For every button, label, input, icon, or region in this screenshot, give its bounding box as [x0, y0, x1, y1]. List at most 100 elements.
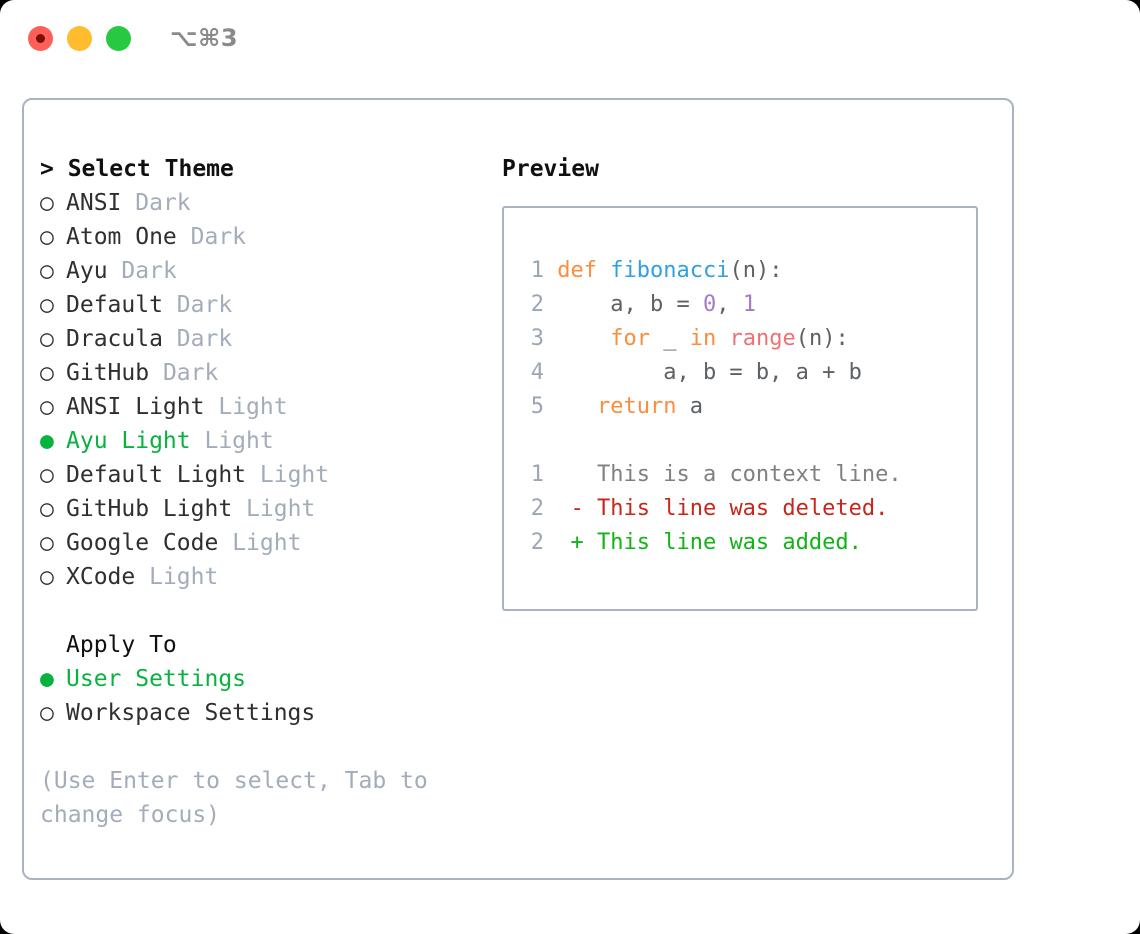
code-diff-spacer [516, 424, 970, 458]
theme-name: ANSI [66, 190, 122, 216]
radio-unselected-icon[interactable]: ○ [40, 224, 54, 250]
radio-unselected-icon[interactable]: ○ [40, 258, 54, 284]
code-line: 2 a, b = 0, 1 [516, 288, 970, 322]
theme-name: GitHub Light [66, 496, 233, 522]
preview-header: Preview [502, 156, 599, 182]
radio-unselected-icon[interactable]: ○ [40, 564, 54, 590]
select-theme-header: > Select Theme [40, 156, 234, 182]
apply-to-label: Workspace Settings [66, 700, 316, 726]
radio-unselected-icon[interactable]: ○ [40, 700, 54, 726]
code-line: 3 for _ in range(n): [516, 322, 970, 356]
radio-unselected-icon[interactable]: ○ [40, 530, 54, 556]
minimize-button[interactable] [67, 26, 92, 51]
line-number: 4 [530, 360, 544, 385]
code-token: return [597, 394, 677, 419]
theme-picker-column: > Select Theme ○ANSI Dark○Atom One Dark○… [40, 152, 480, 832]
code-token: 1 [742, 292, 756, 317]
theme-name: Atom One [66, 224, 177, 250]
theme-name: Ayu [66, 258, 108, 284]
radio-unselected-icon[interactable]: ○ [40, 394, 54, 420]
code-token: (n): [795, 326, 849, 351]
traffic-light-group [28, 26, 131, 51]
theme-name: ANSI Light [66, 394, 205, 420]
theme-list-item[interactable]: ○ Dracula Dark [40, 322, 480, 356]
theme-list-item[interactable]: ○ Ayu Dark [40, 254, 480, 288]
code-token: def [557, 258, 611, 283]
theme-name: XCode [66, 564, 136, 590]
code-token [557, 394, 597, 419]
theme-variant-tag: Light [204, 428, 274, 454]
close-button[interactable] [28, 26, 53, 51]
line-number: 1 [530, 462, 544, 487]
radio-unselected-icon[interactable]: ○ [40, 462, 54, 488]
theme-list-item[interactable]: ○ XCode Light [40, 560, 480, 594]
keyboard-hint: (Use Enter to select, Tab to change focu… [40, 768, 442, 828]
line-number: 5 [530, 394, 544, 419]
diff-line: 1 This is a context line. [516, 458, 970, 492]
theme-name: Google Code [66, 530, 219, 556]
theme-list-item[interactable]: ○ Default Dark [40, 288, 480, 322]
line-number: 2 [530, 530, 544, 555]
radio-selected-icon[interactable]: ● [40, 428, 54, 454]
code-token: _ [649, 326, 690, 351]
list-spacer [40, 594, 480, 628]
hint-spacer [40, 730, 480, 764]
theme-list-item[interactable]: ○ ANSI Dark [40, 186, 480, 220]
line-number: 1 [530, 258, 544, 283]
radio-unselected-icon[interactable]: ○ [40, 326, 54, 352]
theme-variant-tag: Light [218, 394, 288, 420]
theme-list-item[interactable]: ○ GitHub Dark [40, 356, 480, 390]
code-token [716, 326, 729, 351]
diff-line: 2 + This line was added. [516, 526, 970, 560]
theme-variant-tag: Dark [135, 190, 191, 216]
theme-variant-tag: Light [232, 530, 302, 556]
radio-unselected-icon[interactable]: ○ [40, 496, 54, 522]
code-token: a, b = b, a + b [557, 360, 862, 385]
theme-name: Dracula [66, 326, 163, 352]
title-bar: ⌥⌘3 [0, 0, 1140, 78]
code-token: for [610, 326, 650, 351]
apply-to-header: Apply To [66, 632, 177, 658]
theme-list-item[interactable]: ○ GitHub Light Light [40, 492, 480, 526]
theme-list-item[interactable]: ○ Google Code Light [40, 526, 480, 560]
theme-variant-tag: Light [259, 462, 330, 488]
diff-line: 2 - This line was deleted. [516, 492, 970, 526]
theme-variant-tag: Dark [176, 292, 233, 318]
apply-to-label: User Settings [66, 666, 247, 692]
preview-column: Preview 1 def fibonacci (n): 2 a, b = 0, 1… [502, 152, 1002, 611]
theme-name: Ayu Light [66, 428, 191, 454]
code-token: a, b = [557, 292, 703, 317]
line-number: 2 [530, 496, 544, 521]
theme-list-item[interactable]: ○Atom One Dark [40, 220, 480, 254]
theme-list-item[interactable]: ○ ANSI Light Light [40, 390, 480, 424]
theme-variant-tag: Light [149, 564, 219, 590]
code-token [557, 326, 610, 351]
theme-list-item[interactable]: ○Default Light Light [40, 458, 480, 492]
diff-text: This is a context line. [570, 462, 902, 487]
code-token: 0 [702, 292, 717, 317]
radio-selected-icon[interactable]: ● [40, 666, 54, 692]
theme-variant-tag: Light [246, 496, 316, 522]
theme-variant-tag: Dark [162, 360, 219, 386]
theme-name: GitHub [66, 360, 150, 386]
code-line: 4 a, b = b, a + b [516, 356, 970, 390]
theme-variant-tag: Dark [121, 258, 177, 284]
code-token: fibonacci [610, 258, 730, 283]
theme-list: ○ANSI Dark○Atom One Dark○Ayu Dark○Defaul… [40, 186, 480, 594]
radio-unselected-icon[interactable]: ○ [40, 360, 54, 386]
apply-to-option[interactable]: ● User Settings [40, 662, 480, 696]
line-number: 3 [530, 326, 544, 351]
radio-unselected-icon[interactable]: ○ [40, 292, 54, 318]
code-token: in [689, 326, 717, 351]
apply-to-list: ● User Settings ○ Workspace Settings [40, 662, 480, 730]
radio-unselected-icon[interactable]: ○ [40, 190, 54, 216]
theme-list-item[interactable]: ● Ayu Light Light [40, 424, 480, 458]
theme-variant-tag: Dark [176, 326, 233, 352]
code-token: , [716, 292, 743, 317]
maximize-button[interactable] [106, 26, 131, 51]
theme-name: Default [66, 292, 163, 318]
apply-to-option[interactable]: ○ Workspace Settings [40, 696, 480, 730]
